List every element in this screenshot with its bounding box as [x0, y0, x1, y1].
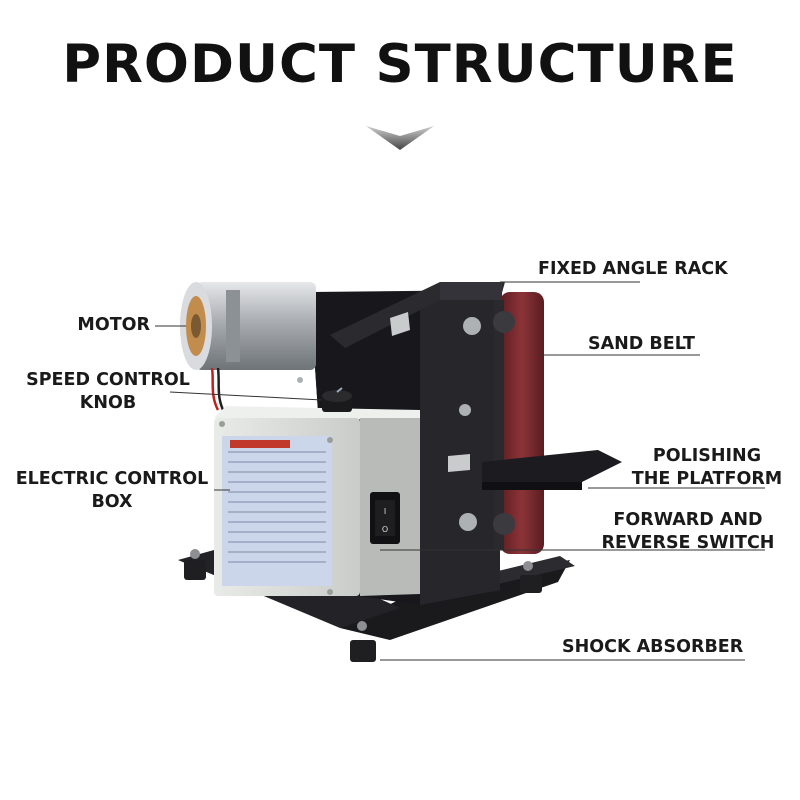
label-forward-reverse-switch: FORWARD AND REVERSE SWITCH	[601, 510, 775, 553]
label-speed-control-knob: SPEED CONTROL KNOB	[26, 370, 190, 413]
label-shock-absorber: SHOCK ABSORBER	[562, 637, 744, 657]
label-sand-belt: SAND BELT	[588, 334, 695, 354]
label-fixed-angle-rack: FIXED ANGLE RACK	[538, 259, 728, 279]
label-electric-control-box: ELECTRIC CONTROL BOX	[15, 469, 209, 512]
page-title: PRODUCT STRUCTURE	[62, 34, 738, 95]
chevron-down-icon	[366, 126, 434, 150]
svg-text:O: O	[382, 525, 388, 534]
svg-text:I: I	[384, 507, 386, 516]
shock-absorber-feet	[184, 560, 542, 662]
speed-control-knob	[322, 387, 352, 412]
forward-reverse-switch: I O	[370, 492, 400, 544]
label-polishing-platform: POLISHING THE PLATFORM	[631, 446, 783, 489]
wing-nut	[390, 312, 470, 472]
polishing-platform	[482, 450, 622, 482]
leader-lines	[155, 281, 765, 661]
motor	[180, 282, 316, 370]
label-motor: MOTOR	[77, 315, 150, 335]
